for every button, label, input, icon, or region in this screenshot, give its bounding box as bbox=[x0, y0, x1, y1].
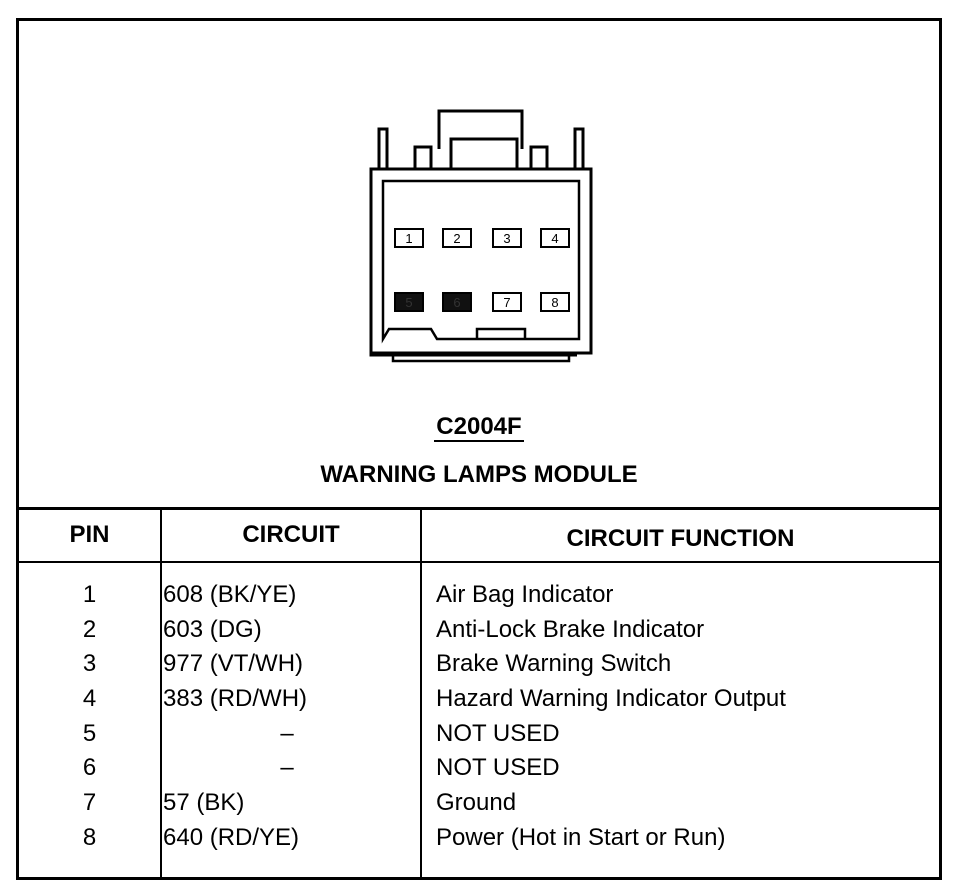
cavity-label: 4 bbox=[551, 231, 558, 246]
header-circuit: CIRCUIT bbox=[242, 521, 340, 548]
pin-number: 7 bbox=[82, 789, 97, 817]
table-row: 8 640 (RD/YE) Power (Hot in Start or Run… bbox=[19, 824, 939, 859]
table-row: 1 608 (BK/YE) Air Bag Indicator bbox=[19, 581, 939, 616]
circuit-code: – bbox=[280, 719, 294, 747]
cavity-label: 2 bbox=[453, 231, 460, 246]
table-row: 2 603 (DG) Anti-Lock Brake Indicator bbox=[19, 616, 939, 651]
pin-number: 1 bbox=[82, 581, 97, 608]
circuit-code: 603 (DG) bbox=[163, 615, 262, 643]
circuit-function: NOT USED bbox=[436, 719, 560, 747]
connector-name: WARNING LAMPS MODULE bbox=[320, 461, 638, 488]
circuit-code: 977 (VT/WH) bbox=[163, 650, 304, 678]
table-row: 7 57 (BK) Ground bbox=[19, 789, 939, 824]
pin-number: 3 bbox=[82, 650, 97, 678]
table-row: 4 383 (RD/WH) Hazard Warning Indicator O… bbox=[19, 685, 939, 720]
cavity-pin-7: 7 bbox=[492, 292, 522, 312]
cavity-label: 5 bbox=[405, 295, 412, 310]
section-divider bbox=[19, 507, 939, 510]
pin-number: 2 bbox=[82, 615, 97, 643]
connector-id: C2004F bbox=[434, 413, 524, 442]
cavity-pin-6: 6 bbox=[442, 292, 472, 312]
pin-table: 1 608 (BK/YE) Air Bag Indicator 2 603 (D… bbox=[19, 581, 939, 859]
cavity-label: 3 bbox=[503, 231, 510, 246]
column-divider-circuit bbox=[420, 510, 422, 880]
diagram-frame: 1 2 3 4 5 6 7 8 C2004F WARNING LAMPS MODULE PIN… bbox=[16, 18, 942, 880]
cavity-label: 8 bbox=[551, 295, 558, 310]
cavity-pin-4: 4 bbox=[540, 228, 570, 248]
circuit-function: Ground bbox=[436, 789, 517, 817]
pin-number: 8 bbox=[82, 823, 97, 851]
cavity-label: 1 bbox=[405, 231, 412, 246]
circuit-function: NOT USED bbox=[436, 754, 560, 782]
pin-number: 6 bbox=[82, 754, 97, 782]
cavity-pin-1: 1 bbox=[394, 228, 424, 248]
connector-face-drawing: 1 2 3 4 5 6 7 8 bbox=[369, 109, 593, 363]
circuit-code: – bbox=[280, 754, 294, 782]
circuit-code: 57 (BK) bbox=[163, 789, 245, 817]
pin-number: 5 bbox=[82, 719, 97, 747]
cavity-label: 6 bbox=[453, 295, 460, 310]
connector-view: 1 2 3 4 5 6 7 8 C2004F WARNING LAMPS MODULE bbox=[19, 21, 939, 507]
table-row: 6 – NOT USED bbox=[19, 754, 939, 789]
circuit-function: Air Bag Indicator bbox=[436, 581, 614, 608]
circuit-function: Anti-Lock Brake Indicator bbox=[436, 615, 705, 643]
circuit-function: Hazard Warning Indicator Output bbox=[436, 685, 786, 713]
table-row: 3 977 (VT/WH) Brake Warning Switch bbox=[19, 650, 939, 685]
cavity-pin-2: 2 bbox=[442, 228, 472, 248]
header-pin: PIN bbox=[69, 521, 110, 548]
table-row: 5 – NOT USED bbox=[19, 720, 939, 755]
column-divider-pin bbox=[160, 510, 162, 880]
header-divider bbox=[19, 561, 939, 563]
header-circuit-function: CIRCUIT FUNCTION bbox=[566, 525, 795, 552]
circuit-code: 640 (RD/YE) bbox=[163, 823, 300, 851]
pin-number: 4 bbox=[82, 685, 97, 713]
cavity-pin-5: 5 bbox=[394, 292, 424, 312]
circuit-code: 608 (BK/YE) bbox=[163, 581, 297, 608]
cavity-pin-8: 8 bbox=[540, 292, 570, 312]
cavity-pin-3: 3 bbox=[492, 228, 522, 248]
circuit-code: 383 (RD/WH) bbox=[163, 685, 308, 713]
cavity-label: 7 bbox=[503, 295, 510, 310]
circuit-function: Brake Warning Switch bbox=[436, 650, 672, 678]
circuit-function: Power (Hot in Start or Run) bbox=[436, 823, 726, 851]
